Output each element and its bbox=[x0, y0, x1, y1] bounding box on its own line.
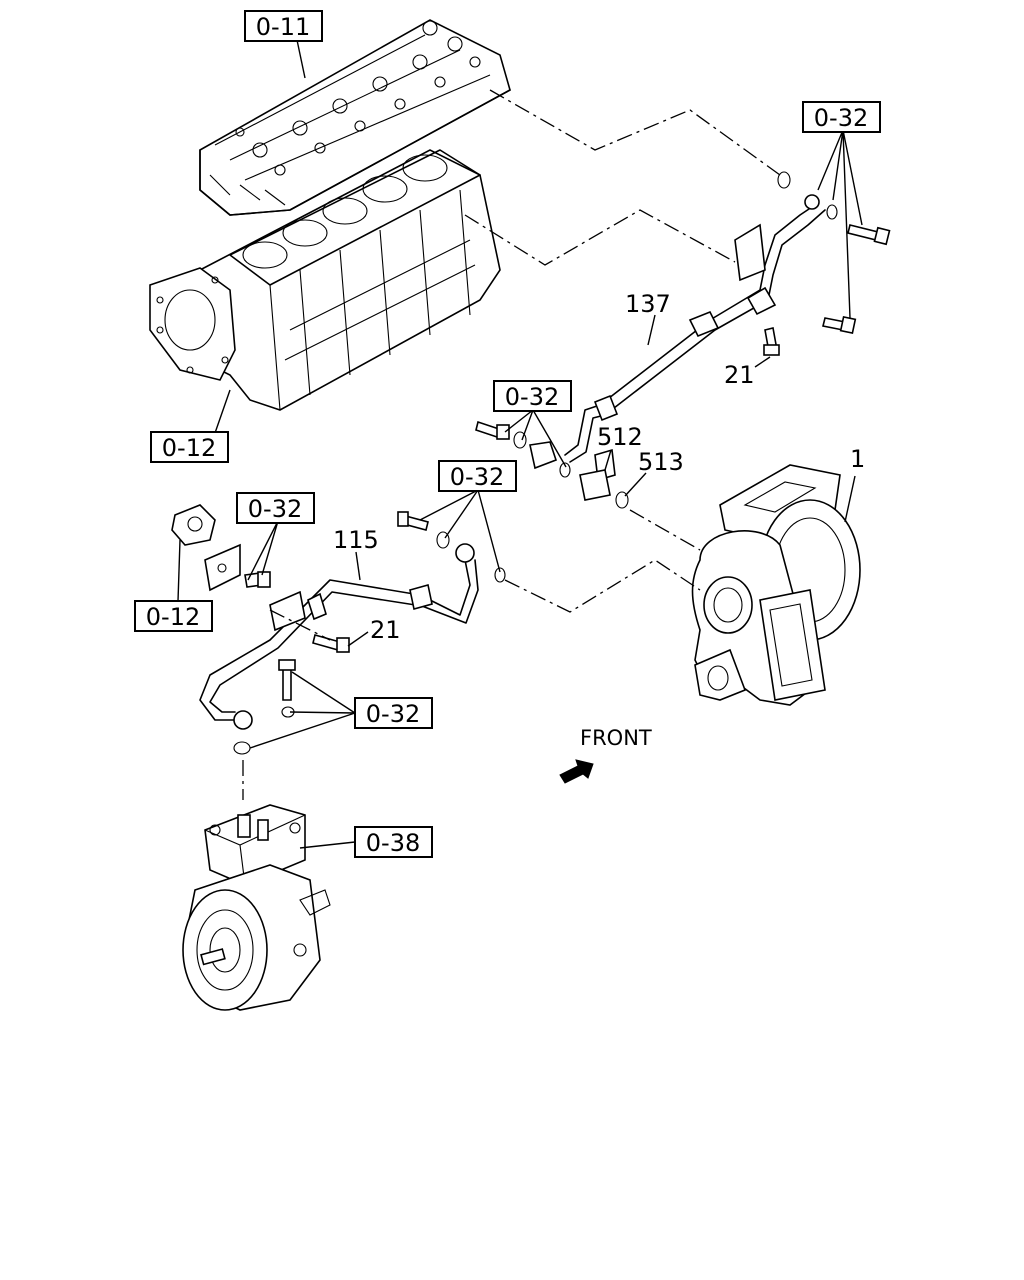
part-number-115: 115 bbox=[333, 526, 379, 554]
turbocharger bbox=[691, 464, 861, 706]
reference-label-0-12-bracket: 0-12 bbox=[134, 600, 213, 632]
front-label: FRONT bbox=[580, 726, 652, 750]
pipe-137 bbox=[564, 194, 826, 463]
hardware bbox=[233, 171, 891, 755]
connection-lines bbox=[242, 89, 781, 800]
part-number-512: 512 bbox=[597, 423, 643, 451]
ref-air-compressor: 0-38 bbox=[366, 829, 420, 857]
reference-label-0-32-top-right: 0-32 bbox=[802, 101, 881, 133]
reference-label-0-32-center: 0-32 bbox=[493, 380, 572, 412]
ref-hardware-center: 0-32 bbox=[505, 383, 559, 411]
pipe-115 bbox=[199, 543, 479, 730]
ref-hardware-top-right: 0-32 bbox=[814, 104, 868, 132]
reference-label-0-12-block: 0-12 bbox=[150, 431, 229, 463]
part-number-137: 137 bbox=[625, 290, 671, 318]
air-compressor bbox=[182, 804, 331, 1011]
front-indicator: FRONT bbox=[559, 726, 652, 784]
reference-label-0-32-lower: 0-32 bbox=[354, 697, 433, 729]
ref-cylinder-head: 0-11 bbox=[256, 13, 310, 41]
reference-label-0-32-left: 0-32 bbox=[236, 492, 315, 524]
reference-label-0-38: 0-38 bbox=[354, 826, 433, 858]
reference-label-0-32-middle: 0-32 bbox=[438, 460, 517, 492]
leader-lines bbox=[177, 39, 863, 849]
bracket-assembly bbox=[171, 504, 241, 592]
cylinder-head bbox=[199, 19, 511, 216]
ref-hardware-left: 0-32 bbox=[248, 495, 302, 523]
part-number-21-lower: 21 bbox=[370, 616, 401, 644]
part-number-513: 513 bbox=[638, 448, 684, 476]
ref-hardware-middle: 0-32 bbox=[450, 463, 504, 491]
ref-bracket-group: 0-12 bbox=[146, 603, 200, 631]
part-number-21-upper: 21 bbox=[724, 361, 755, 389]
part-number-1: 1 bbox=[850, 445, 865, 473]
reference-label-0-11: 0-11 bbox=[244, 10, 323, 42]
ref-cylinder-block: 0-12 bbox=[162, 434, 216, 462]
cylinder-block bbox=[149, 149, 501, 411]
ref-hardware-lower: 0-32 bbox=[366, 700, 420, 728]
arrow-icon bbox=[559, 759, 594, 784]
